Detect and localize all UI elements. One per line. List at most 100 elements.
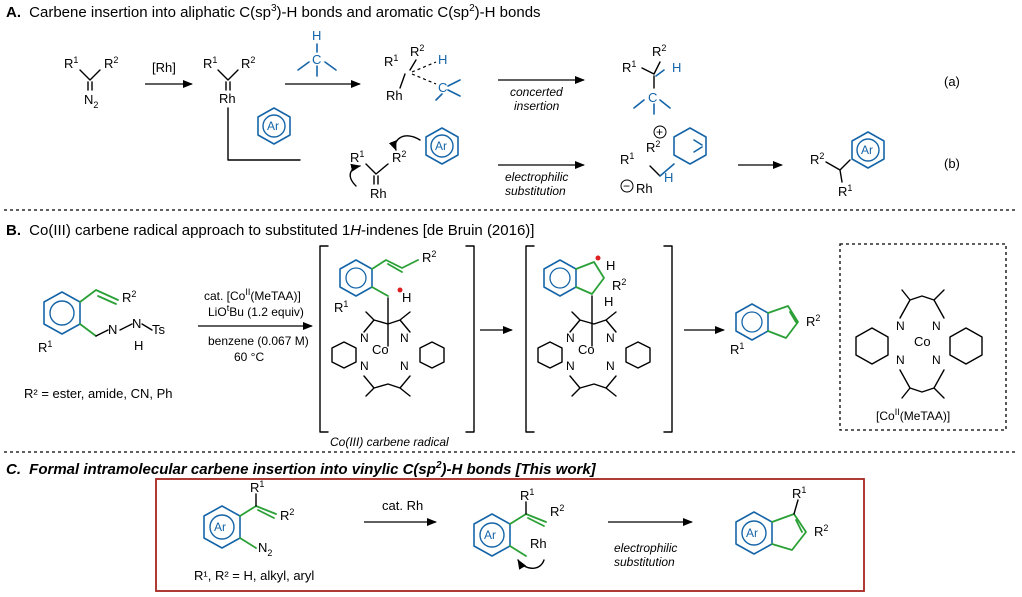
svg-text:Co: Co [372,342,389,357]
diazo-compound: R1 R2 N2 [64,55,118,110]
svg-text:R1: R1 [203,55,217,71]
svg-text:Ar: Ar [861,143,873,157]
svg-text:N: N [896,319,905,333]
svg-text:H: H [438,52,447,67]
tosylhydrazone: R2 N N Ts H R1 [38,289,166,355]
svg-text:R2: R2 [652,43,666,59]
indene-product: R2 R1 [730,303,820,357]
svg-text:benzene (0.067 M): benzene (0.067 M) [208,334,309,348]
svg-text:N: N [606,331,615,345]
svg-text:N: N [566,359,575,373]
svg-text:R2: R2 [806,313,820,329]
svg-text:R1: R1 [350,149,364,165]
svg-text:H: H [664,170,673,185]
arene-b: Ar [425,127,459,165]
svg-text:H: H [134,338,143,353]
svg-text:R1: R1 [730,341,744,357]
conditions-b: cat. [CoII(MeTAA)] LiOtBu (1.2 equiv) be… [198,287,313,364]
vinyl-rh-carbene: Ar R1 R2 Rh [473,487,564,570]
product-b: R2 R1 Ar [810,131,885,199]
svg-text:H: H [606,258,615,273]
svg-text:+: + [656,125,663,139]
svg-text:N: N [606,359,615,373]
svg-text:Ts: Ts [152,322,166,337]
scope-b: R² = ester, amide, CN, Ph [24,386,172,401]
svg-text:N: N [360,359,369,373]
svg-text:60 °C: 60 °C [234,350,264,364]
svg-text:H: H [402,290,411,305]
arene-icon: Ar [257,107,291,145]
svg-text:H: H [604,294,613,309]
svg-text:electrophilic: electrophilic [505,170,568,184]
section-a-title: A. Carbene insertion into aliphatic C(sp… [6,3,541,21]
svg-text:R1: R1 [64,55,78,71]
svg-text:cat. [CoII(MeTAA)]: cat. [CoII(MeTAA)] [204,287,301,303]
transition-state: R1 R2 H C Rh [384,43,461,103]
svg-text:R2: R2 [122,289,136,305]
rh-carbene-b: R1 R2 Rh [349,135,421,201]
section-c-title: C. Formal intramolecular carbene inserti… [6,460,597,478]
indene-product-c: Ar R1 R2 [735,485,828,555]
svg-text:substitution: substitution [505,184,566,198]
label-a: (a) [944,74,960,89]
svg-text:R2: R2 [104,55,118,71]
svg-text:R1: R1 [838,183,852,199]
svg-text:N: N [896,353,905,367]
cyclized-intermediate: H R2 H Co N N N N [537,255,651,397]
svg-text:R1: R1 [334,299,348,315]
radical-intermediate: R2 H R1 Co N N N N [331,249,445,397]
svg-text:N: N [132,316,141,331]
cat-rh-label: cat. Rh [382,498,423,513]
svg-text:R2: R2 [646,139,660,155]
svg-text:N: N [932,319,941,333]
svg-text:R2: R2 [392,149,406,165]
svg-text:C: C [648,90,657,105]
cometaa-box [839,243,1007,431]
svg-text:Ar: Ar [746,526,758,540]
svg-text:R1: R1 [620,151,634,167]
svg-text:N: N [400,359,409,373]
vinyl-diazo-substrate: Ar R1 R2 N2 [203,479,294,558]
rh-catalyst-label: [Rh] [152,60,176,75]
svg-text:R1: R1 [38,339,52,355]
svg-text:insertion: insertion [514,99,560,113]
svg-text:R1: R1 [250,479,264,495]
this-work-box [155,478,865,592]
svg-text:N: N [566,331,575,345]
svg-text:R1: R1 [792,485,806,501]
svg-text:Ar: Ar [267,119,279,133]
svg-text:substitution: substitution [614,555,675,569]
label-b: (b) [944,156,960,171]
wheland-intermediate: R1 R2 + H − Rh [620,125,707,196]
svg-text:R2: R2 [422,249,436,265]
svg-text:Ar: Ar [214,520,226,534]
svg-text:concerted: concerted [510,85,563,99]
cometaa-caption: [CoII(MeTAA)] [876,407,950,423]
rh-carbene: R1 R2 Rh [203,55,301,161]
cometaa-complex: Co N N N N [855,289,983,399]
svg-text:R1: R1 [520,487,534,503]
alkane-ch: H C [297,28,337,77]
svg-text:H: H [672,60,681,75]
section-a: A. Carbene insertion into aliphatic C(sp… [6,3,960,201]
svg-text:R2: R2 [410,43,424,59]
svg-text:Rh: Rh [530,536,547,551]
svg-text:−: − [623,179,630,193]
svg-text:C: C [438,80,447,95]
section-b: B. Co(III) carbene radical approach to s… [6,222,1007,449]
scope-c: R¹, R² = H, alkyl, aryl [194,568,314,583]
svg-text:Ar: Ar [484,528,496,542]
svg-text:Rh: Rh [386,88,403,103]
svg-text:R1: R1 [622,59,636,75]
svg-text:N: N [400,331,409,345]
svg-text:LiOtBu (1.2 equiv): LiOtBu (1.2 equiv) [208,303,304,319]
svg-text:Rh: Rh [370,186,387,201]
svg-text:Rh: Rh [636,181,653,196]
svg-text:Co: Co [578,342,595,357]
svg-text:C: C [312,52,321,67]
svg-text:Ar: Ar [435,139,447,153]
svg-text:Co: Co [914,334,931,349]
product-a: R1 R2 H C [622,43,681,115]
svg-text:R2: R2 [814,523,828,539]
